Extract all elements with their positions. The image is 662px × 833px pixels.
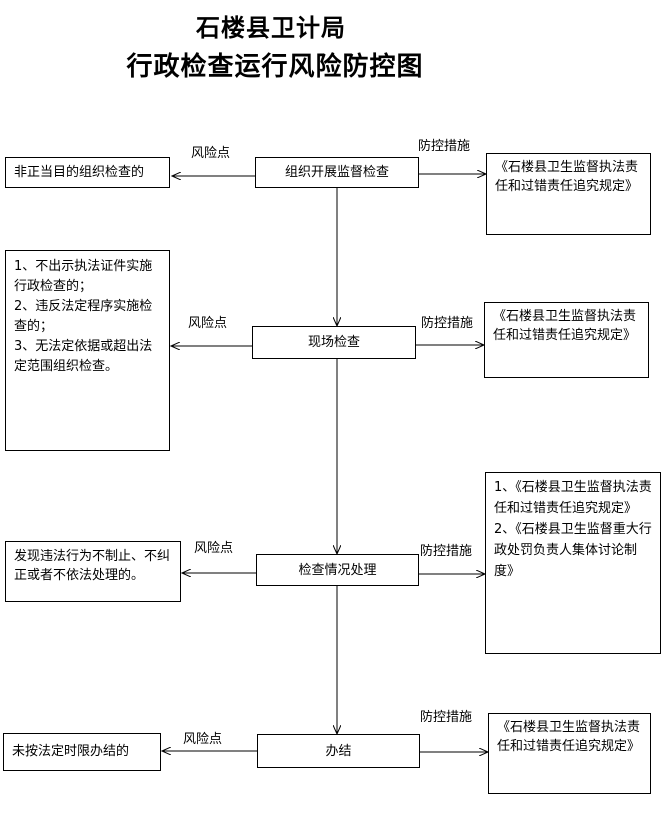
risk-box-4: 未按法定时限办结的 bbox=[3, 733, 161, 771]
process-box-onsite-inspection: 现场检查 bbox=[252, 326, 416, 359]
risk-label-2: 风险点 bbox=[188, 316, 228, 331]
process-box-organize-inspection: 组织开展监督检查 bbox=[255, 157, 419, 188]
risk-box-3: 发现违法行为不制止、不纠正或者不依法处理的。 bbox=[5, 541, 181, 602]
process-box-completion: 办结 bbox=[257, 734, 420, 768]
risk-label-3: 风险点 bbox=[194, 541, 234, 556]
diagram-title-line2: 行政检查运行风险防控图 bbox=[126, 52, 424, 82]
measure-label-1: 防控措施 bbox=[418, 139, 471, 154]
risk-label-1: 风险点 bbox=[191, 146, 231, 161]
measure-label-2: 防控措施 bbox=[421, 316, 474, 331]
diagram-title-line1: 石楼县卫计局 bbox=[196, 13, 346, 42]
measure-label-4: 防控措施 bbox=[420, 710, 473, 725]
measure-box-3: 1、《石楼县卫生监督执法责任和过错责任追究规定》 2、《石楼县卫生监督重大行政处… bbox=[485, 472, 661, 654]
measure-box-1: 《石楼县卫生监督执法责任和过错责任追究规定》 bbox=[486, 153, 651, 235]
risk-box-1: 非正当目的组织检查的 bbox=[5, 157, 170, 188]
measure-box-4: 《石楼县卫生监督执法责任和过错责任追究规定》 bbox=[488, 713, 651, 794]
process-box-handle-results: 检查情况处理 bbox=[256, 554, 419, 586]
measure-label-3: 防控措施 bbox=[420, 544, 473, 559]
risk-label-4: 风险点 bbox=[183, 732, 223, 747]
measure-box-2: 《石楼县卫生监督执法责任和过错责任追究规定》 bbox=[484, 302, 649, 378]
risk-box-2: 1、不出示执法证件实施行政检查的； 2、违反法定程序实施检查的； 3、无法定依据… bbox=[5, 250, 170, 451]
